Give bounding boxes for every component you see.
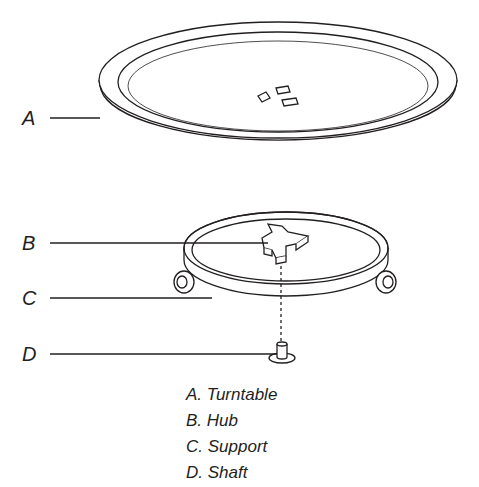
support-ring-top: [184, 212, 388, 284]
legend-item: C. Support: [186, 438, 267, 455]
part-letter: C: [22, 288, 36, 308]
shaft: [269, 342, 295, 363]
leader-line: [50, 117, 100, 118]
turntable-plate: [99, 22, 457, 140]
support-ring-inner: [192, 219, 380, 281]
legend-item: A. Turntable: [186, 386, 277, 403]
legend-item: B. Hub: [186, 412, 238, 429]
part-letter: A: [22, 108, 35, 128]
leader-line: [50, 242, 268, 243]
legend-item: D. Shaft: [186, 464, 247, 481]
support-roller: [376, 271, 396, 293]
leader-line: [50, 353, 277, 354]
axis-line: [280, 266, 281, 342]
support-roller: [174, 271, 194, 293]
part-letter: D: [22, 344, 36, 364]
leader-line: [50, 297, 212, 298]
hub: [262, 224, 308, 264]
part-letter: B: [22, 233, 35, 253]
